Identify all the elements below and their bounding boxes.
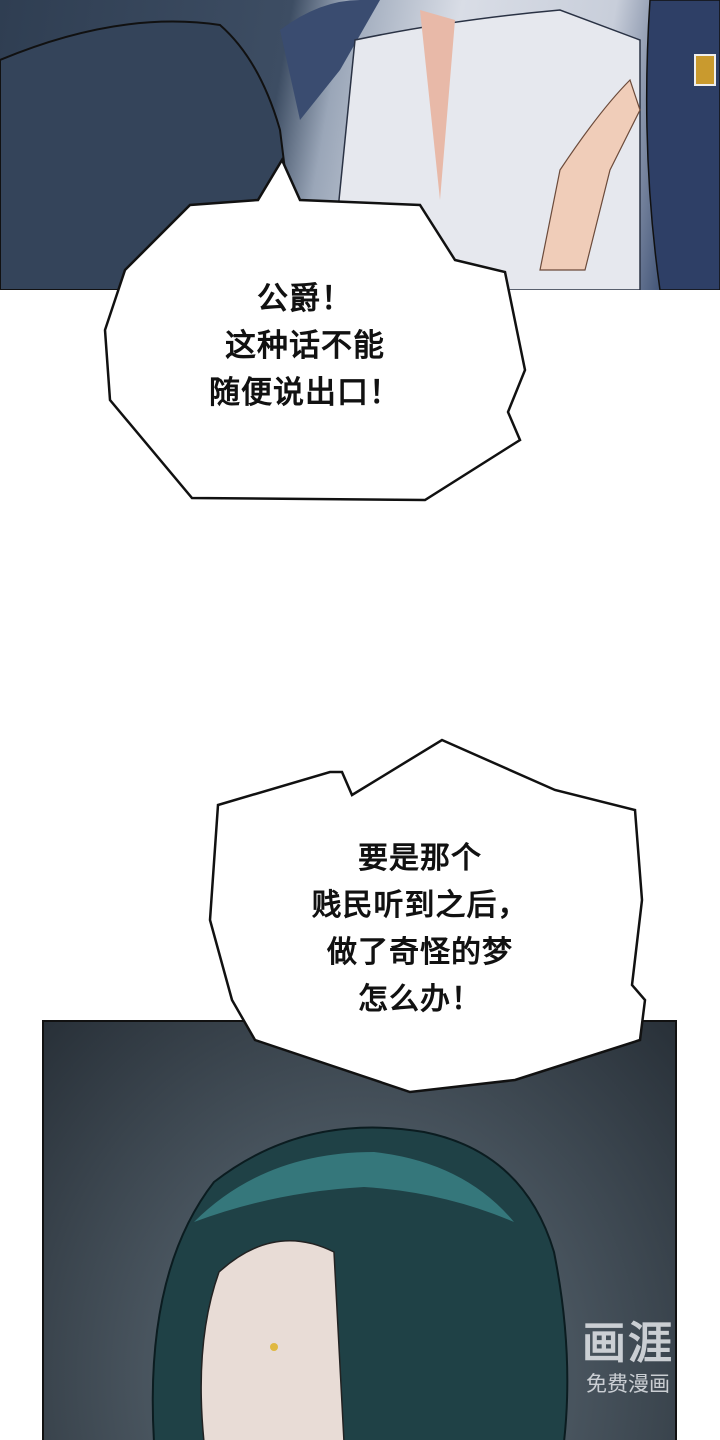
speech-text-1: 公爵！ 这种话不能 随便说出口！ xyxy=(150,276,460,417)
watermark-logo: 画涯 免费漫画 xyxy=(568,1318,688,1398)
speech-bubble-1 xyxy=(103,157,527,502)
jewel-brooch xyxy=(694,54,716,86)
speech-line: 贱民听到之后， xyxy=(311,888,529,923)
speech-line: 随便说出口！ xyxy=(209,375,401,411)
speech-line: 怎么办！ xyxy=(358,982,482,1017)
speech-line: 这种话不能 xyxy=(225,328,385,364)
watermark-subtitle: 免费漫画 xyxy=(586,1372,670,1396)
speech-line: 公爵！ xyxy=(257,281,353,317)
comic-panel-bottom xyxy=(42,1020,677,1440)
watermark-title: 画涯 xyxy=(582,1318,674,1369)
panel-art-character xyxy=(151,1126,569,1440)
speech-line: 要是那个 xyxy=(358,841,482,876)
speech-text-2: 要是那个 贱民听到之后， 做了奇怪的梦 怎么办！ xyxy=(250,835,590,1023)
speech-line: 做了奇怪的梦 xyxy=(327,935,513,970)
speech-bubble-2 xyxy=(208,738,647,1094)
